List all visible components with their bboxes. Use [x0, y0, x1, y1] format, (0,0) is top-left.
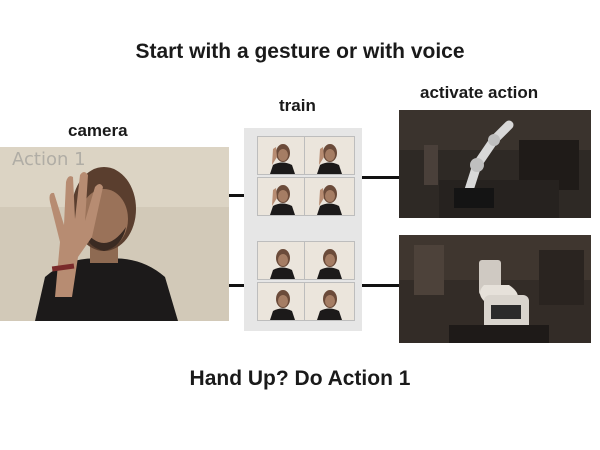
connector-camera-train-top [229, 194, 244, 197]
training-sample-thumbnail [304, 241, 355, 280]
training-sample-thumbnail [304, 282, 355, 321]
robot-action-image-2 [399, 235, 591, 343]
training-sample-thumbnail [257, 282, 308, 321]
activate-action-label: activate action [420, 83, 539, 102]
camera-image: Action 1 [0, 147, 229, 321]
robot-arm-illustration [399, 110, 591, 218]
training-sample-thumbnail [257, 136, 308, 175]
person-hand-up-illustration [0, 147, 229, 321]
connector-train-action-bottom [362, 284, 399, 287]
train-label: train [279, 96, 316, 115]
connector-train-action-top [362, 176, 399, 179]
connector-camera-train-bottom [229, 284, 244, 287]
robot-base-illustration [399, 235, 591, 343]
robot-action-image-1 [399, 110, 591, 218]
training-sample-thumbnail [304, 177, 355, 216]
training-sample-thumbnail [304, 136, 355, 175]
training-sample-thumbnail [257, 177, 308, 216]
diagram-title: Start with a gesture or with voice [135, 40, 465, 63]
training-samples-panel [244, 128, 362, 331]
training-sample-thumbnail [257, 241, 308, 280]
camera-label: camera [68, 121, 128, 140]
diagram-caption: Hand Up? Do Action 1 [189, 367, 411, 390]
camera-overlay-text: Action 1 [12, 149, 86, 170]
